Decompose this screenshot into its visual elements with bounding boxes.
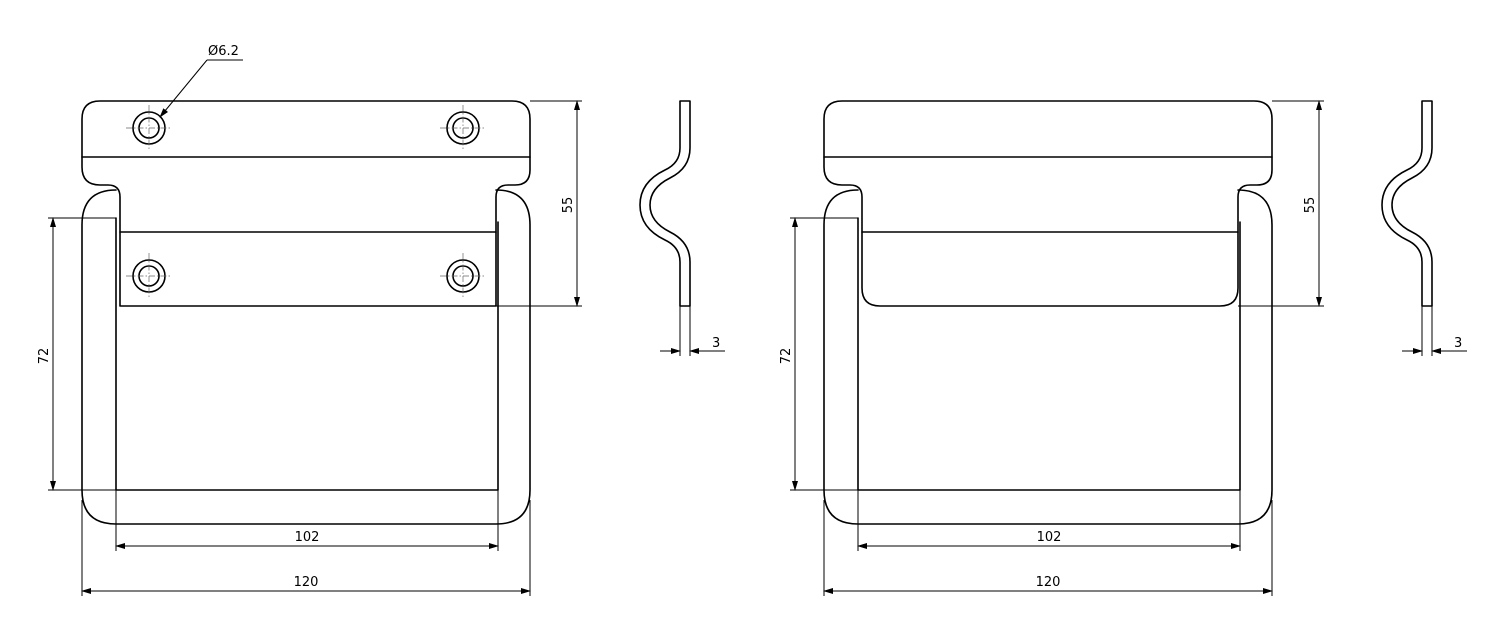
width-102-label: 102 bbox=[295, 530, 320, 545]
height-55-dimension: 55 bbox=[496, 100, 582, 307]
width-102-label: 102 bbox=[1037, 530, 1062, 545]
side-profile bbox=[1381, 100, 1433, 307]
height-72-dimension: 72 bbox=[779, 217, 858, 491]
thickness-label-right: 3 bbox=[1454, 336, 1462, 351]
handle-inner bbox=[857, 217, 1241, 491]
handle-inner bbox=[115, 217, 499, 491]
width-120-label: 120 bbox=[1036, 575, 1061, 590]
front-view-left: Ø6.2 55 72 102 120 bbox=[37, 44, 582, 596]
thickness-dimension-right: 3 bbox=[1402, 306, 1467, 356]
mounting-plate-outline bbox=[823, 100, 1273, 307]
height-55-label: 55 bbox=[561, 197, 576, 214]
width-120-dimension: 120 bbox=[823, 500, 1273, 596]
hole-bottom-left bbox=[126, 253, 172, 299]
width-120-label: 120 bbox=[294, 575, 319, 590]
hole-top-left bbox=[126, 105, 172, 151]
width-102-dimension: 102 bbox=[857, 490, 1241, 551]
side-view-left: 3 bbox=[639, 100, 725, 356]
front-view-right: 55 72 102 120 bbox=[779, 100, 1324, 596]
side-view-right: 3 bbox=[1381, 100, 1467, 356]
width-120-dimension: 120 bbox=[81, 500, 531, 596]
handle-ring bbox=[81, 189, 531, 525]
hole-diameter-dimension: Ø6.2 bbox=[159, 44, 243, 118]
height-55-label: 55 bbox=[1303, 197, 1318, 214]
side-profile bbox=[639, 100, 691, 307]
width-102-dimension: 102 bbox=[115, 490, 499, 551]
height-72-dimension: 72 bbox=[37, 217, 116, 491]
hole-top-right bbox=[440, 105, 486, 151]
height-72-label: 72 bbox=[779, 348, 794, 365]
thickness-label-left: 3 bbox=[712, 336, 720, 351]
height-55-dimension: 55 bbox=[1238, 100, 1324, 307]
handle-ring bbox=[823, 189, 1273, 525]
hole-diameter-label: Ø6.2 bbox=[208, 44, 239, 59]
height-72-label: 72 bbox=[37, 348, 52, 365]
hole-bottom-right bbox=[440, 253, 486, 299]
thickness-dimension-left: 3 bbox=[660, 306, 725, 356]
